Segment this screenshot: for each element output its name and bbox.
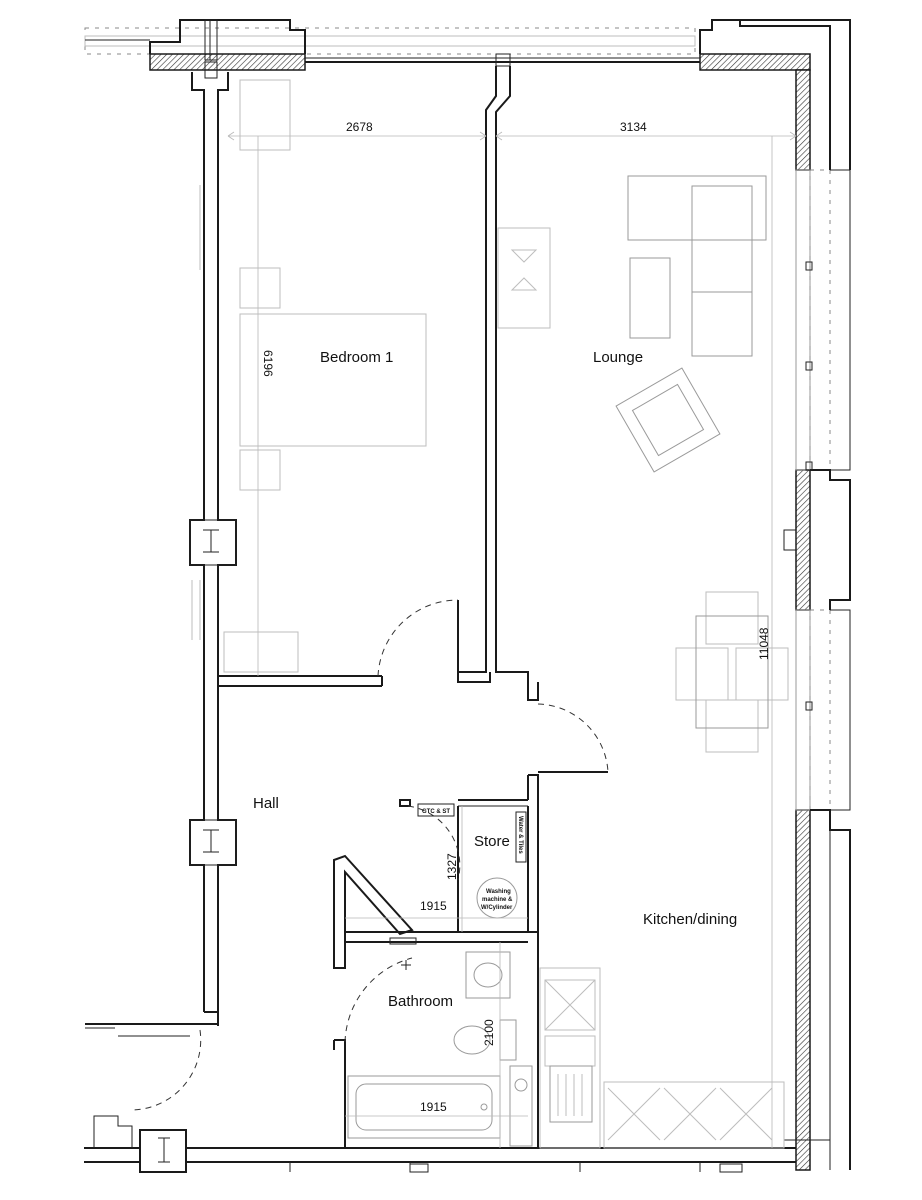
- gtc-label: GTC & ST: [422, 809, 450, 815]
- dimension-label-lounge-length: 11048: [757, 627, 771, 660]
- tv-unit: [497, 227, 551, 329]
- room-label-hall: Hall: [253, 795, 279, 812]
- column-icon: [203, 829, 219, 853]
- left-wall: [189, 72, 237, 1026]
- dimension-label-lounge-width: 3134: [620, 120, 647, 134]
- basin: [465, 951, 511, 999]
- dimension-label-store-height: 1327: [445, 853, 459, 880]
- dimension-label-store-width: 1915: [420, 899, 447, 913]
- dining-furniture: [675, 591, 789, 753]
- bathroom-furniture: [347, 803, 533, 1147]
- washing-label-line1: Washing: [486, 889, 511, 895]
- column-icon: [203, 529, 219, 553]
- door-swing-arc: [344, 957, 413, 1043]
- drawers: [223, 631, 299, 673]
- bedside-table: [239, 267, 281, 309]
- dimension-label-bedroom-width: 2678: [346, 120, 373, 134]
- dimension-lines: [227, 131, 797, 1148]
- washing-label-line3: W/Cylinder: [481, 905, 513, 911]
- door-swing-arc: [537, 703, 609, 773]
- room-label-store: Store: [474, 833, 510, 850]
- water-label: Water & Tiles: [517, 816, 523, 854]
- top-external-wall: [84, 19, 851, 170]
- toilet-cistern: [499, 1019, 517, 1061]
- right-external-wall: [783, 69, 851, 1171]
- room-label-lounge: Lounge: [593, 349, 643, 366]
- room-label-bathroom: Bathroom: [388, 993, 453, 1010]
- dimension-label-bedroom-length: 6196: [261, 350, 275, 377]
- column-icon: [158, 1137, 170, 1163]
- room-label-bedroom: Bedroom 1: [320, 349, 393, 366]
- toilet-bowl: [453, 1025, 491, 1055]
- room-label-kitchen: Kitchen/dining: [643, 911, 737, 928]
- bedroom-furniture: [223, 79, 427, 673]
- door-swing-arc: [407, 805, 461, 881]
- kitchen-furniture: [539, 967, 785, 1149]
- internal-walls: [218, 66, 609, 1148]
- lounge-furniture: [497, 175, 767, 473]
- washing-label-line2: machine &: [482, 897, 513, 903]
- door-swing-arc: [377, 599, 459, 677]
- bed: [239, 313, 427, 447]
- bedside-table: [239, 449, 281, 491]
- dimension-label-bathroom-height: 2100: [482, 1019, 496, 1046]
- dimension-label-bathroom-width: 1915: [420, 1100, 447, 1114]
- door-swing-arc: [129, 1029, 202, 1111]
